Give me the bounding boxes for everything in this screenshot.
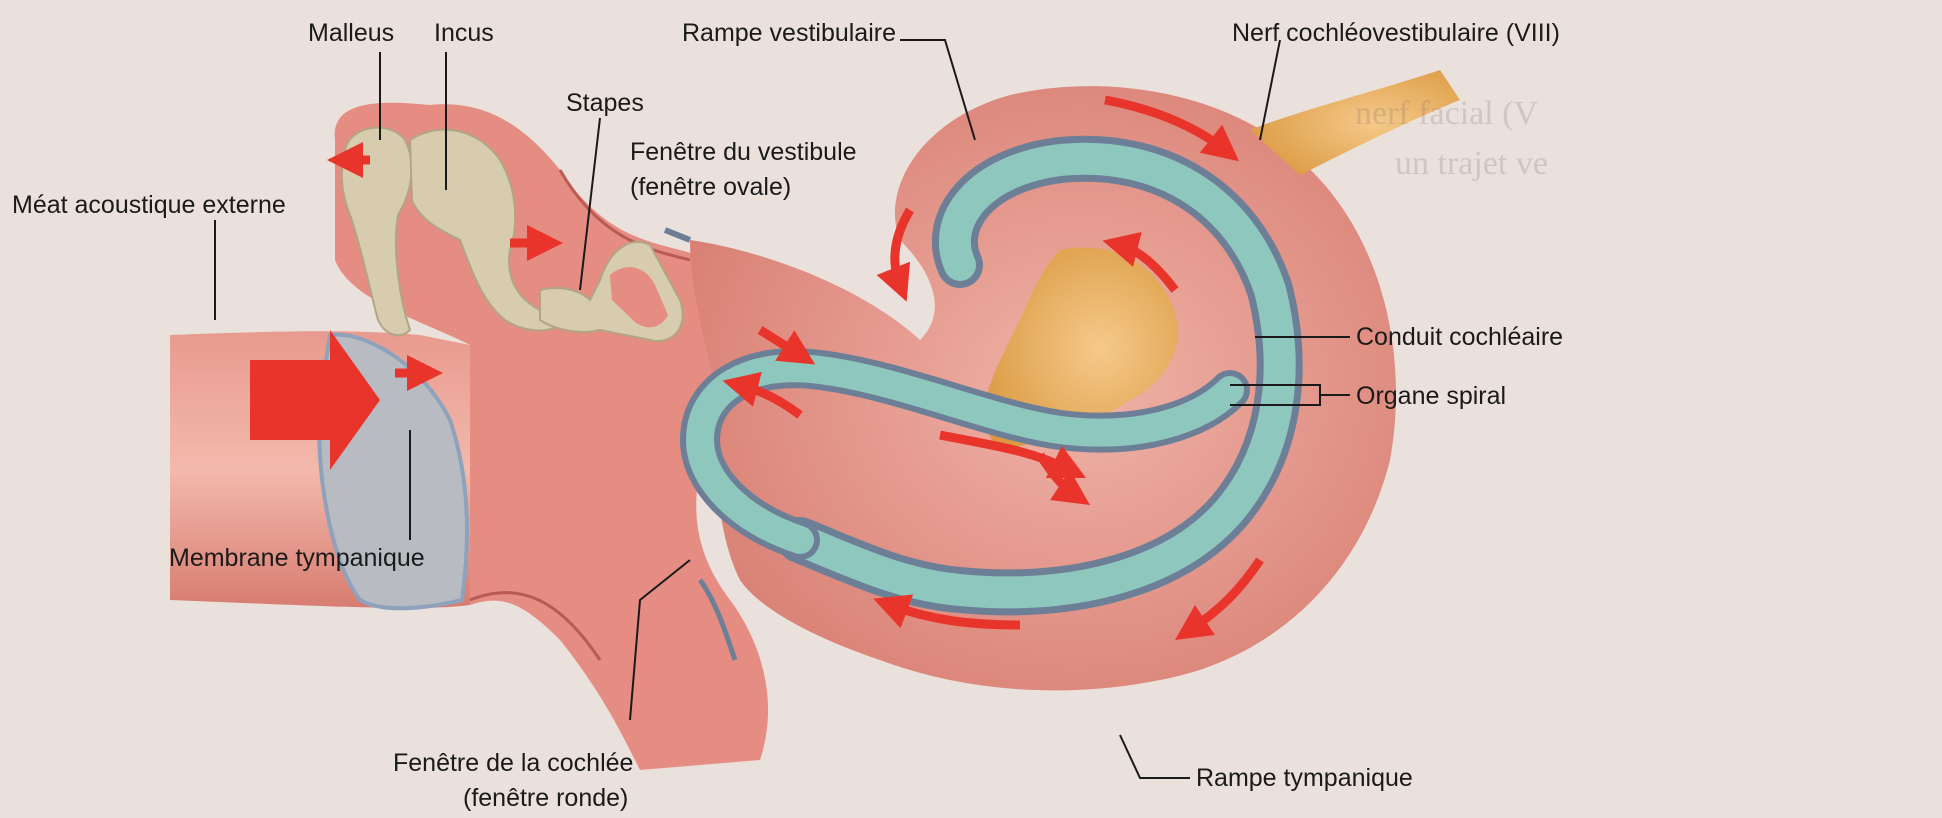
label-rampe-vestibulaire: Rampe vestibulaire [682,18,896,48]
label-incus: Incus [434,18,494,48]
label-fenetre-vestibule: Fenêtre du vestibule [630,137,857,167]
label-conduit-cochleaire: Conduit cochléaire [1356,322,1563,352]
background-text: nerf facial (V [1355,95,1538,133]
label-meat-acoustique: Méat acoustique externe [12,190,286,220]
label-fenetre-ovale: (fenêtre ovale) [630,172,791,202]
label-nerf-cochleovestibulaire: Nerf cochléovestibulaire (VIII) [1232,18,1560,48]
label-organe-spiral: Organe spiral [1356,381,1506,411]
background-text: un trajet ve [1395,145,1548,183]
label-membrane-tympanique: Membrane tympanique [169,543,425,573]
label-fenetre-ronde: (fenêtre ronde) [463,783,628,813]
label-rampe-tympanique: Rampe tympanique [1196,763,1413,793]
label-malleus: Malleus [308,18,394,48]
label-fenetre-cochlee: Fenêtre de la cochlée [393,748,633,778]
label-stapes: Stapes [566,88,644,118]
